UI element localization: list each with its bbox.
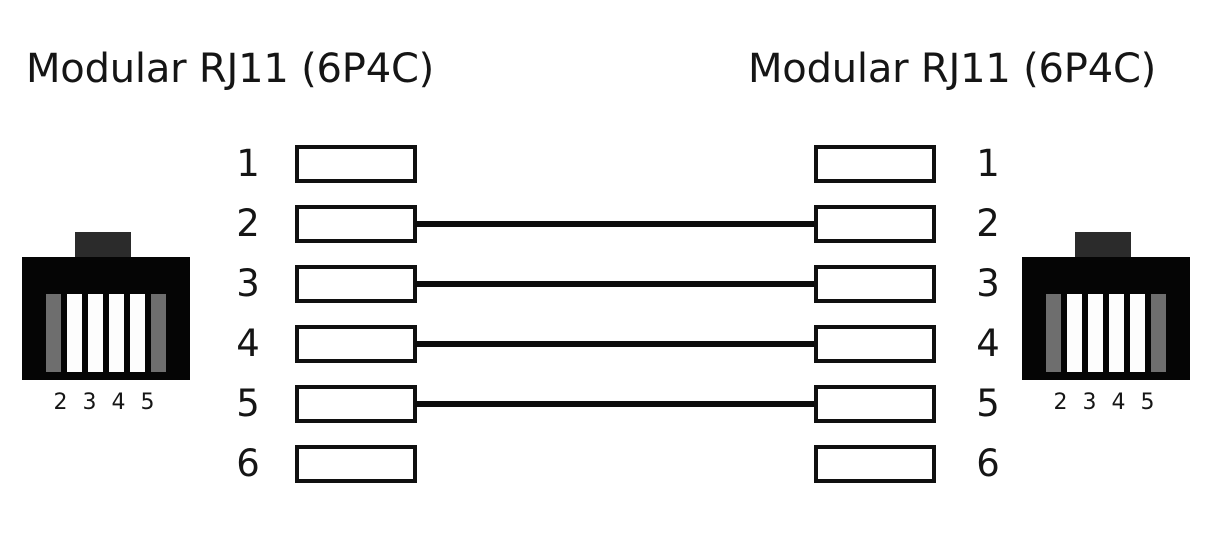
right-pin-box — [814, 265, 936, 303]
right-rj11-jack-illustration: 2 3 4 5 — [1022, 232, 1190, 432]
rj11-latch-tab-icon — [1075, 232, 1131, 259]
left-connector-title: Modular RJ11 (6P4C) — [26, 46, 435, 92]
right-pin-number-label: 6 — [976, 442, 1000, 485]
left-pin-box — [295, 445, 417, 483]
rj11-pin-contacts — [46, 294, 166, 372]
left-pin-number-label: 1 — [236, 142, 260, 185]
rj11-pin-contact-3 — [88, 294, 103, 372]
rj11-pin-contact-2 — [67, 294, 82, 372]
left-pin-number-label: 2 — [236, 202, 260, 245]
rj11-pin-contact-5 — [1130, 294, 1145, 372]
left-pin-number-label: 3 — [236, 262, 260, 305]
right-pin-box — [814, 205, 936, 243]
left-pin-box — [295, 385, 417, 423]
connection-wire — [415, 341, 816, 347]
right-pin-number-label: 3 — [976, 262, 1000, 305]
right-pin-number-label: 4 — [976, 322, 1000, 365]
left-pin-number-label: 5 — [236, 382, 260, 425]
right-pin-box — [814, 385, 936, 423]
left-pin-box — [295, 265, 417, 303]
left-pin-box — [295, 205, 417, 243]
right-pin-number-label: 2 — [976, 202, 1000, 245]
right-connector-title: Modular RJ11 (6P4C) — [748, 46, 1157, 92]
rj11-latch-tab-icon — [75, 232, 131, 259]
rj11-pin-contact-1 — [46, 294, 61, 372]
left-jack-pin-numbers-caption: 2 3 4 5 — [53, 390, 159, 415]
right-pin-number-label: 5 — [976, 382, 1000, 425]
right-pin-box — [814, 325, 936, 363]
right-pin-box — [814, 445, 936, 483]
right-pin-number-label: 1 — [976, 142, 1000, 185]
connection-wire — [415, 401, 816, 407]
left-rj11-jack-illustration: 2 3 4 5 — [22, 232, 190, 432]
rj11-pin-contact-6 — [1151, 294, 1166, 372]
rj11-pin-contacts — [1046, 294, 1166, 372]
right-jack-pin-numbers-caption: 2 3 4 5 — [1053, 390, 1159, 415]
rj11-pin-contact-3 — [1088, 294, 1103, 372]
rj11-pin-contact-5 — [130, 294, 145, 372]
connection-wire — [415, 281, 816, 287]
connection-wire — [415, 221, 816, 227]
left-pin-number-label: 4 — [236, 322, 260, 365]
left-pin-box — [295, 145, 417, 183]
rj11-pin-contact-4 — [109, 294, 124, 372]
right-pin-box — [814, 145, 936, 183]
left-pin-number-label: 6 — [236, 442, 260, 485]
left-pin-box — [295, 325, 417, 363]
rj11-pin-contact-2 — [1067, 294, 1082, 372]
rj11-pin-contact-4 — [1109, 294, 1124, 372]
rj11-pin-contact-6 — [151, 294, 166, 372]
rj11-pin-contact-1 — [1046, 294, 1061, 372]
